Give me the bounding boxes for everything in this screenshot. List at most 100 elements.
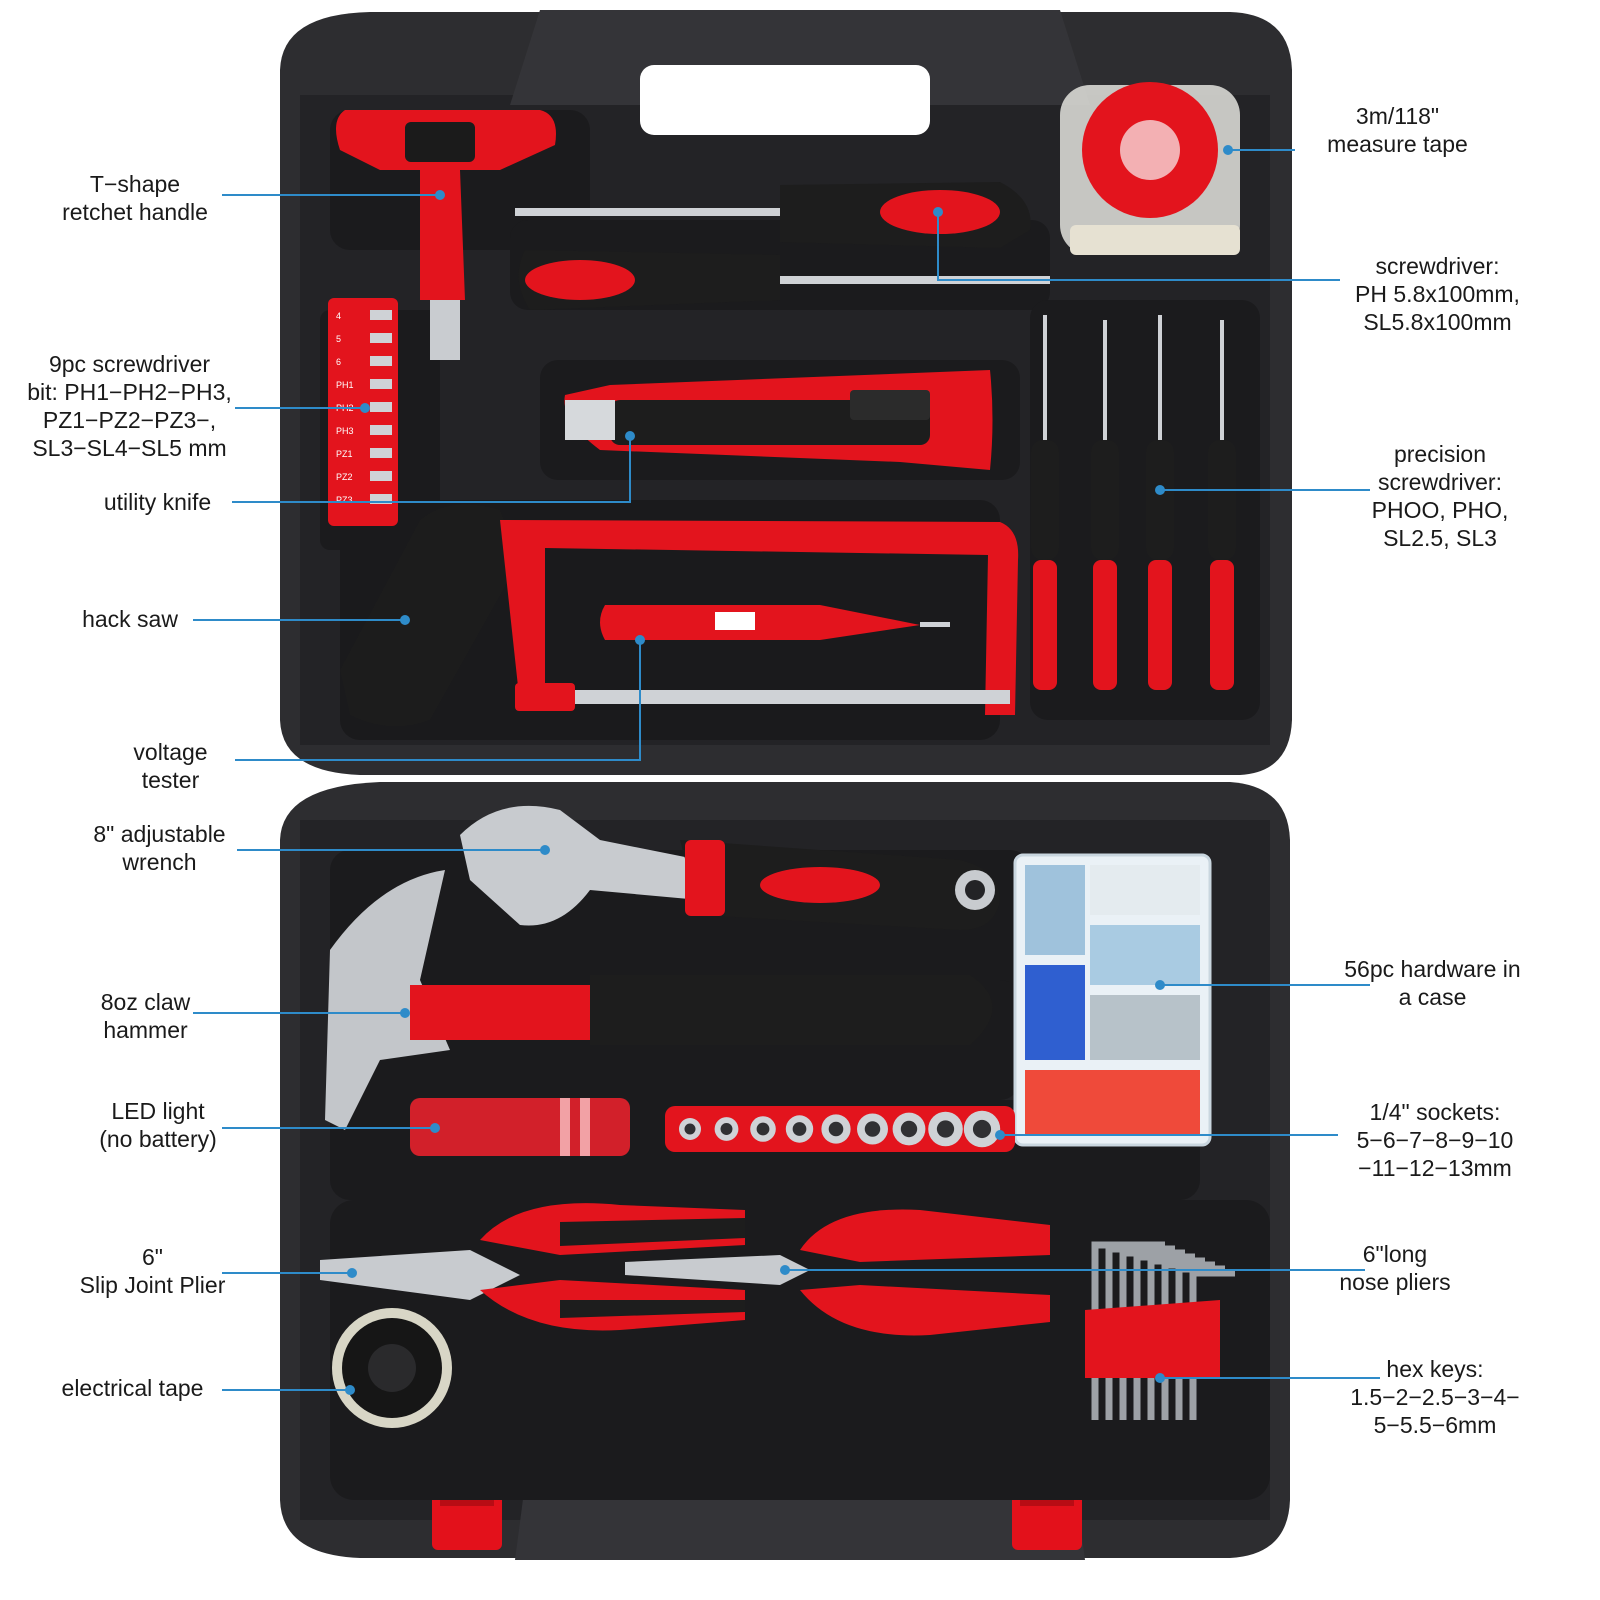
socket-bore [720,1123,733,1135]
long-nose-plier [625,1209,1050,1336]
socket-bore [972,1119,992,1139]
label-measure-tape: 3m/118"measure tape [1320,102,1475,158]
leader-dot [625,431,635,441]
label-line: −11−12−13mm [1358,1155,1512,1181]
label-line: 6" [142,1244,163,1270]
bit-size-label: PZ1 [336,449,353,459]
bit-size-label: PZ3 [336,495,353,505]
screwdriver-bit [370,402,392,412]
label-line: SL3−SL4−SL5 mm [32,435,227,461]
label-hex-keys: hex keys:1.5−2−2.5−3−4−5−5.5−6mm [1335,1355,1535,1439]
label-slip-joint-plier: 6"Slip Joint Plier [65,1243,240,1299]
hack-saw [340,504,1019,727]
screwdriver-sl [518,250,1050,310]
leader-dot [1155,1373,1165,1383]
label-line: 3m/118" [1355,103,1440,129]
hex-key-set [1085,1241,1235,1420]
label-line: PHOO, PHO, [1371,497,1509,523]
label-line: 6"long [1362,1241,1428,1267]
electrical-tape [332,1308,452,1428]
label-line: wrench [122,849,197,875]
socket-bore [936,1120,955,1138]
screwdriver-bit [370,310,392,320]
screwdriver-bit [370,471,392,481]
label-line: Slip Joint Plier [79,1272,226,1298]
leader-dot [933,207,943,217]
leader-dot [635,635,645,645]
label-line: 8" adjustable [93,821,226,847]
label-line: 1.5−2−2.5−3−4− [1350,1384,1520,1410]
measure-tape [1060,82,1240,255]
hardware-case [1013,853,1212,1147]
bit-size-label: 6 [336,357,341,367]
claw-hammer [325,870,993,1130]
precision-shaft [1103,320,1107,450]
precision-handle [1093,560,1117,690]
screwdriver-bit [370,356,392,366]
label-line: 1/4" sockets: [1369,1099,1501,1125]
label-line: PZ1−PZ2−PZ3−, [42,407,217,433]
label-line: hex keys: [1386,1356,1484,1382]
leader-dot [995,1130,1005,1140]
label-led-light: LED light(no battery) [88,1097,228,1153]
label-line: a case [1398,984,1467,1010]
slip-joint-plier [320,1203,745,1331]
precision-grip [1146,440,1174,560]
leader-dot [1223,145,1233,155]
bit-size-label: 5 [336,334,341,344]
label-line: nose pliers [1339,1269,1451,1295]
label-line: retchet handle [62,199,208,225]
leader-dot [347,1268,357,1278]
leader-line [235,640,641,761]
socket-bore [900,1120,918,1138]
precision-shaft [1158,315,1162,445]
voltage-tester [600,605,950,640]
t-handle [336,110,556,360]
precision-handle [1033,560,1057,690]
leader-dot [345,1385,355,1395]
label-line: hammer [103,1017,188,1043]
label-line: screwdriver: [1375,253,1500,279]
leader-dot [540,845,550,855]
leader-dot [400,615,410,625]
precision-grip [1208,440,1236,560]
label-sockets: 1/4" sockets:5−6−7−8−9−10−11−12−13mm [1340,1098,1530,1182]
label-line: 9pc screwdriver [48,351,211,377]
label-line: SL2.5, SL3 [1383,525,1497,551]
leader-line [232,436,631,503]
label-line: bit: PH1−PH2−PH3, [27,379,232,405]
label-line: LED light [111,1098,205,1124]
socket-bore [828,1121,844,1137]
label-line: hack saw [82,606,178,632]
label-line: 5−5.5−6mm [1373,1412,1497,1438]
screwdriver-bit [370,379,392,389]
leader-dot [360,403,370,413]
led-light [410,1098,630,1156]
screwdriver-bit [370,448,392,458]
label-utility-knife: utility knife [85,488,230,516]
precision-handle [1210,560,1234,690]
leader-line [937,212,1340,281]
label-line: tester [141,767,200,793]
label-line: utility knife [103,489,212,515]
precision-screwdrivers [1031,315,1236,690]
bit-size-label: PH1 [336,380,354,390]
label-line: 56pc hardware in [1344,956,1521,982]
top-handle-grip [640,65,930,135]
label-line: precision [1393,441,1487,467]
screwdriver-bit [370,494,392,504]
leader-dot [400,1008,410,1018]
precision-shaft [1220,320,1224,450]
leader-dot [1155,980,1165,990]
bit-size-label: PZ2 [336,472,353,482]
precision-handle [1148,560,1172,690]
label-line: voltage [133,739,208,765]
